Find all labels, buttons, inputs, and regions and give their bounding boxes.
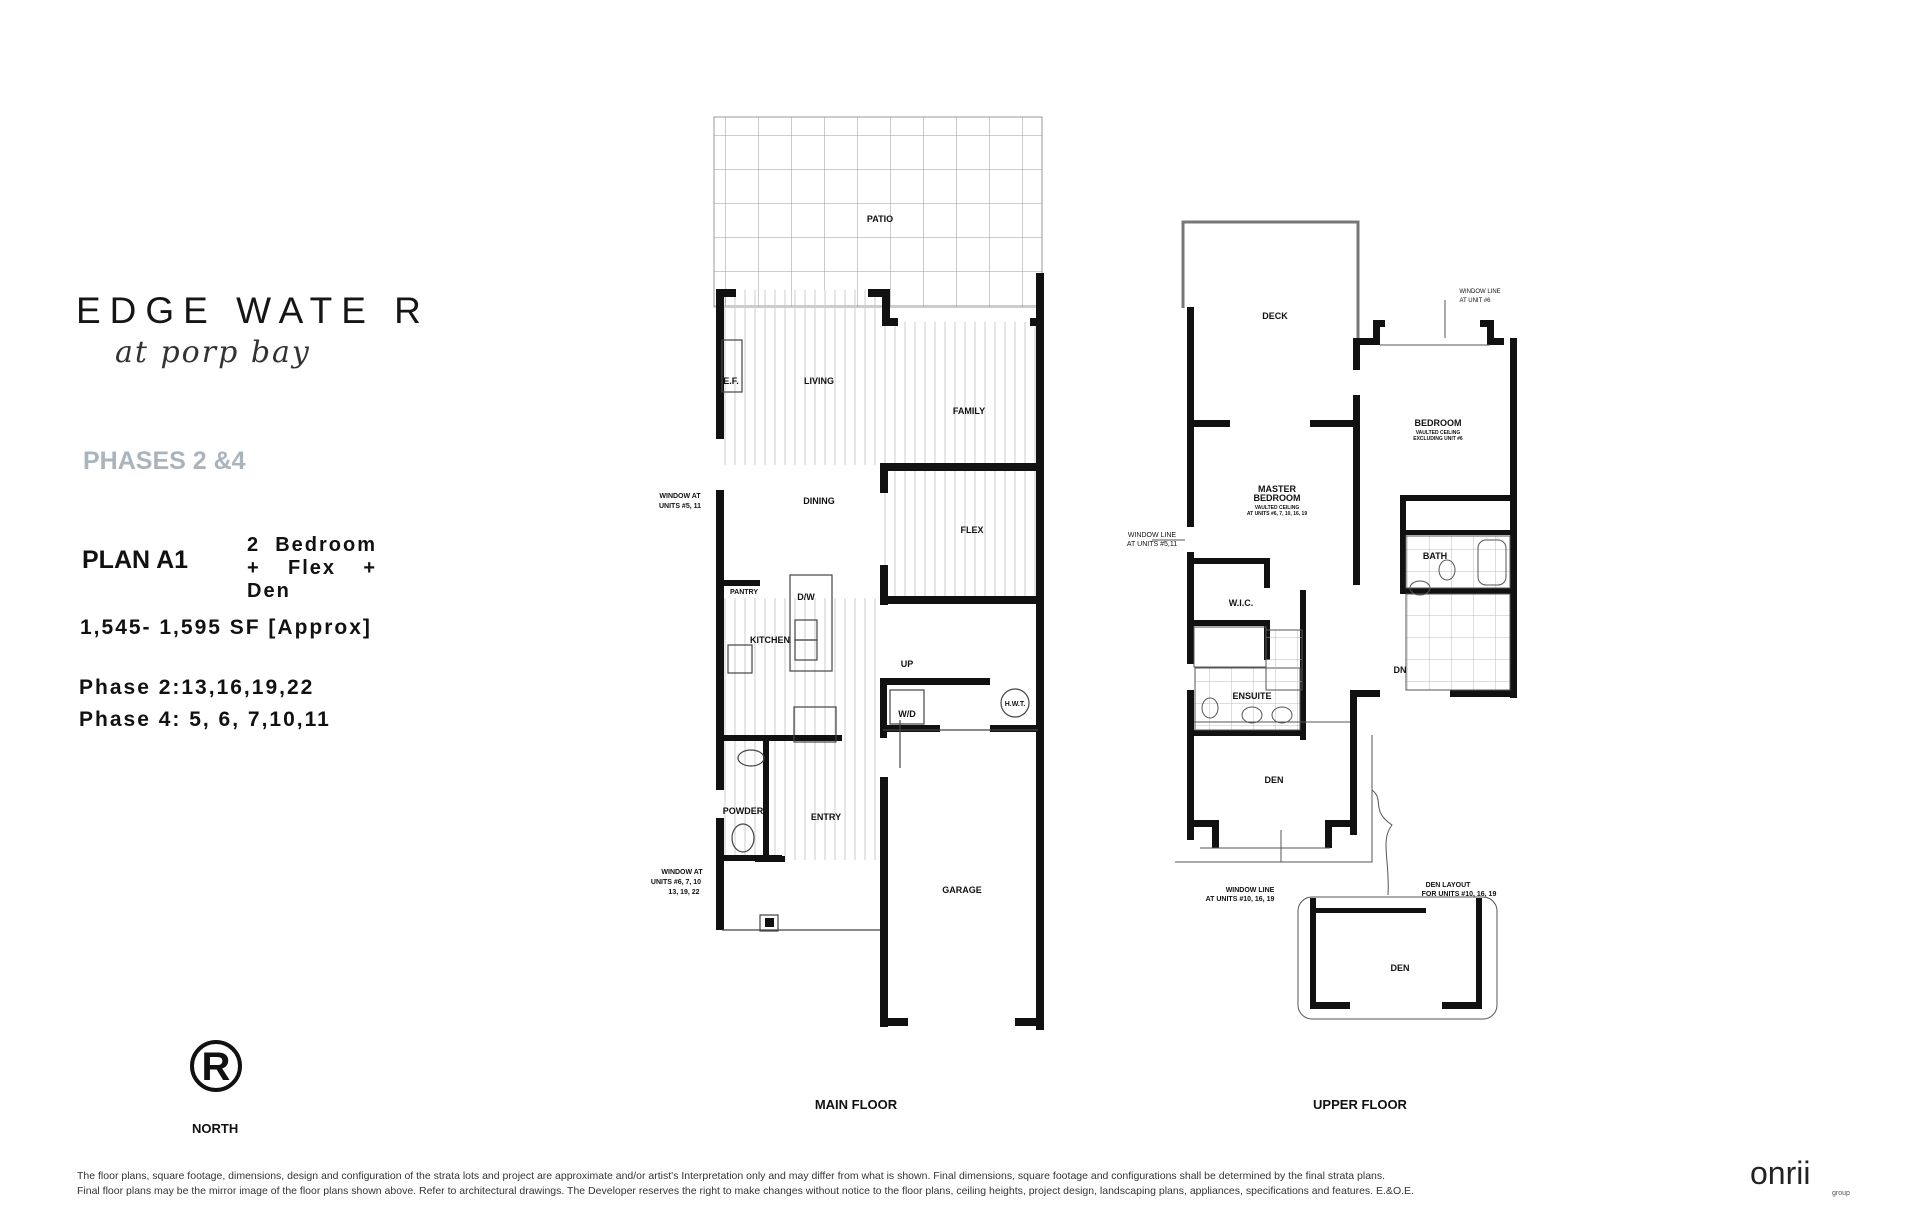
phases-heading: PHASES 2 &4 — [83, 447, 246, 475]
room-label-hwt: H.W.T. — [1005, 701, 1026, 708]
room-label-ensuite: ENSUITE — [1232, 691, 1271, 701]
room-label-family: FAMILY — [953, 406, 985, 416]
plan-description: 2 Bedroom + Flex + Den — [247, 534, 377, 602]
room-label-patio: PATIO — [867, 214, 893, 224]
stair-label-up: UP — [901, 659, 914, 669]
room-note: EXCLUDING UNIT #6 — [1413, 436, 1463, 442]
note-window-line: WINDOW LINE — [1459, 289, 1500, 295]
room-label-master: BEDROOM — [1254, 493, 1301, 503]
note-window-line: WINDOW LINE — [1226, 887, 1275, 894]
room-note: VAULTED CEILING — [1255, 505, 1300, 511]
room-label-wic: W.I.C. — [1229, 598, 1254, 608]
plan-name: PLAN A1 — [82, 546, 189, 574]
brand-logo: EDGE WATE R — [76, 290, 430, 331]
phase-2-units: Phase 2:13,16,19,22 — [79, 676, 315, 699]
north-icon: R — [190, 1040, 242, 1092]
room-note: AT UNITS #6, 7, 10, 16, 19 — [1247, 511, 1307, 517]
note-window: UNITS #5, 11 — [659, 503, 701, 510]
room-label-dining: DINING — [803, 496, 835, 506]
room-label-deck: DECK — [1262, 311, 1288, 321]
room-label-dw: D/W — [797, 592, 815, 602]
developer-logo-sub: group — [1832, 1190, 1850, 1197]
room-label-den-alt: DEN — [1390, 963, 1409, 973]
phase-4-units: Phase 4: 5, 6, 7,10,11 — [79, 708, 331, 731]
upper-floor-plan: DECK BEDROOM VAULTED CEILING EXCLUDING U… — [1127, 220, 1517, 1112]
main-floor-labels: PATIO E.F. LIVING FAMILY DINING FLEX PAN… — [651, 214, 1025, 1112]
upper-floor-caption: UPPER FLOOR — [1313, 1097, 1408, 1112]
brand-script: at porp bay — [115, 335, 311, 370]
room-label-kitchen: KITCHEN — [750, 635, 790, 645]
note-window-line: AT UNITS #5,11 — [1127, 541, 1177, 548]
room-label-den: DEN — [1264, 775, 1283, 785]
room-label-entry: ENTRY — [811, 812, 841, 822]
room-label-bedroom: BEDROOM — [1415, 418, 1462, 428]
room-label-garage: GARAGE — [942, 885, 982, 895]
note-window-line: AT UNITS #10, 16, 19 — [1206, 896, 1275, 903]
disclaimer-line-1: The floor plans, square footage, dimensi… — [77, 1170, 1386, 1182]
disclaimer-line-2: Final floor plans may be the mirror imag… — [77, 1185, 1414, 1197]
room-label-master: MASTER — [1258, 484, 1297, 494]
note-window: WINDOW AT — [659, 493, 701, 500]
room-label-ef: E.F. — [723, 376, 739, 386]
note-window-line: WINDOW LINE — [1128, 532, 1177, 539]
plan-area: 1,545- 1,595 SF [Approx] — [80, 616, 372, 639]
note-window: WINDOW AT — [661, 869, 703, 876]
note-den-layout: FOR UNITS #10, 16, 19 — [1422, 891, 1497, 898]
room-label-powder: POWDER — [723, 806, 764, 816]
note-den-layout: DEN LAYOUT — [1426, 882, 1472, 889]
main-floor-caption: MAIN FLOOR — [815, 1097, 898, 1112]
room-label-wd: W/D — [898, 709, 916, 719]
note-window: 13, 19, 22 — [668, 889, 699, 896]
room-label-bath: BATH — [1423, 551, 1447, 561]
developer-logo: onrii — [1750, 1155, 1811, 1191]
upper-floor-labels: DECK BEDROOM VAULTED CEILING EXCLUDING U… — [1127, 289, 1501, 1112]
room-label-living: LIVING — [804, 376, 834, 386]
note-window-line: AT UNIT #6 — [1459, 298, 1491, 304]
room-note: VAULTED CEILING — [1416, 430, 1461, 436]
north-label: NORTH — [192, 1121, 239, 1136]
stair-label-dn: DN — [1394, 665, 1407, 675]
room-label-pantry: PANTRY — [730, 589, 758, 596]
room-label-flex: FLEX — [960, 525, 983, 535]
note-window: UNITS #6, 7, 10 — [651, 879, 701, 886]
main-floor-plan: PATIO E.F. LIVING FAMILY DINING FLEX PAN… — [651, 116, 1044, 1112]
